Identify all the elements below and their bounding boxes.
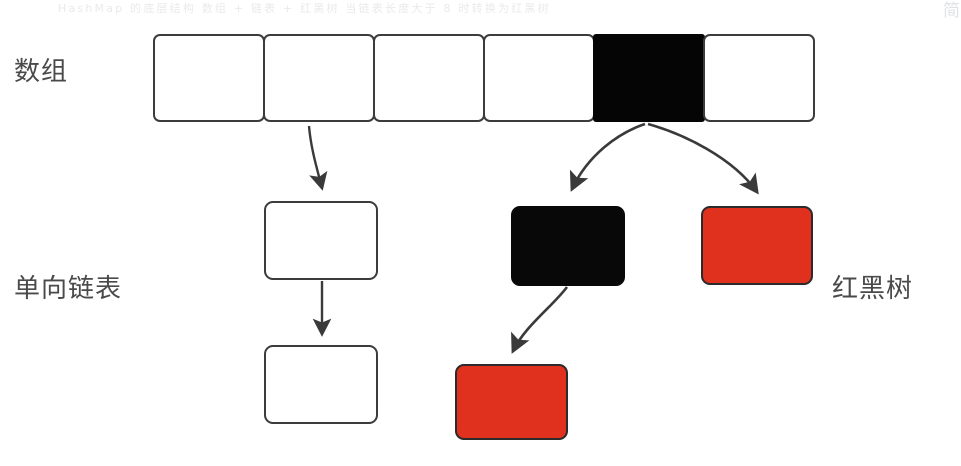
array-row bbox=[153, 34, 815, 122]
array-cell-4[interactable] bbox=[593, 34, 705, 122]
linked-list-node-2[interactable] bbox=[264, 345, 378, 424]
label-array: 数组 bbox=[14, 57, 69, 87]
clipped-right-character: 简 bbox=[943, 1, 959, 21]
red-black-tree-child-node[interactable] bbox=[455, 364, 568, 440]
array-cell-5[interactable] bbox=[703, 34, 815, 122]
red-black-tree-right-node[interactable] bbox=[701, 206, 813, 285]
array-cell-0[interactable] bbox=[153, 34, 265, 122]
arrow-cell1-to-list bbox=[307, 125, 328, 191]
array-cell-2[interactable] bbox=[373, 34, 485, 122]
clipped-header-text-main: HashMap 的底层结构 数组 + 链表 + 红黑树 当链表长度大于 8 时转… bbox=[58, 2, 551, 15]
clipped-header-text: HashMap 的底层结构 数组 + 链表 + 红黑树 当链表长度大于 8 时转… bbox=[0, 0, 961, 18]
label-red-black-tree: 红黑树 bbox=[832, 274, 914, 304]
linked-list-node-1[interactable] bbox=[264, 201, 378, 280]
array-cell-1[interactable] bbox=[263, 34, 375, 122]
red-black-tree-root-node[interactable] bbox=[511, 206, 625, 286]
arrow-cell4-to-tree-right bbox=[647, 122, 759, 195]
label-linked-list: 单向链表 bbox=[14, 274, 123, 304]
array-cell-3[interactable] bbox=[483, 34, 595, 122]
arrow-root-to-child bbox=[511, 286, 569, 354]
arrow-cell4-to-tree-root bbox=[569, 122, 646, 192]
